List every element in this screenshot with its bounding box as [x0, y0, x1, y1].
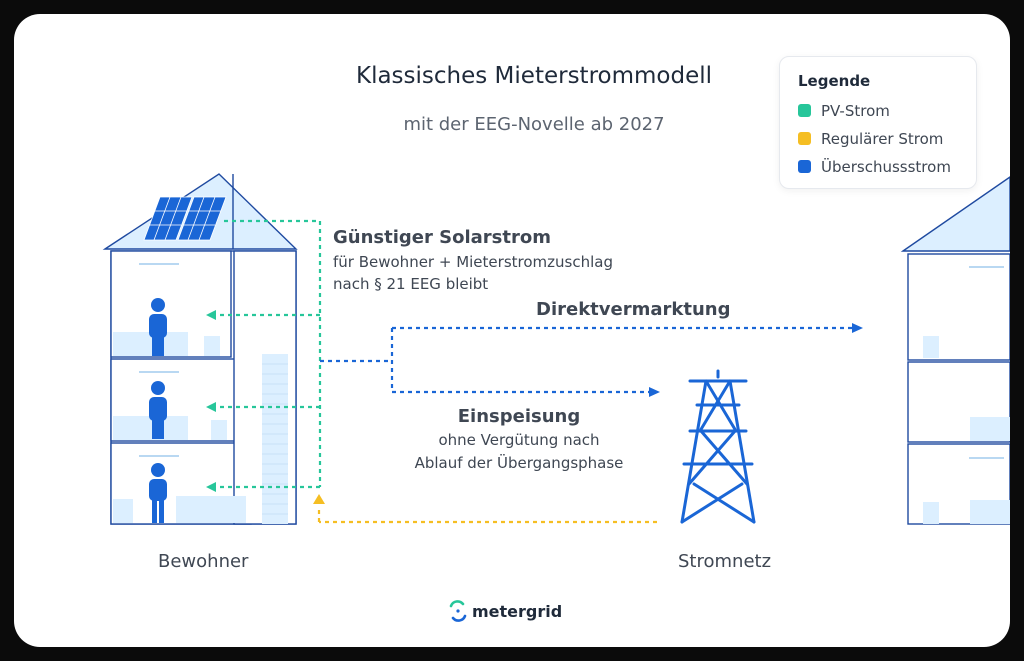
legend-swatch-surplus — [798, 160, 811, 173]
grid-label: Stromnetz — [678, 551, 772, 572]
feed-in-line-1: ohne Vergütung nach — [438, 431, 600, 449]
legend: Legende PV-Strom Regulärer Strom Übersch… — [779, 56, 977, 189]
legend-swatch-regular — [798, 132, 811, 145]
diagram-card: Klassisches Mieterstrommodell mit der EE… — [14, 14, 1010, 647]
neighbor-furniture — [923, 336, 1010, 524]
legend-label-surplus: Überschussstrom — [821, 158, 951, 176]
diagram-subtitle: mit der EEG-Novelle ab 2027 — [403, 114, 665, 135]
metergrid-logo-text: metergrid — [472, 602, 563, 621]
neighbor-lamps — [969, 266, 1004, 459]
legend-swatch-pv — [798, 104, 811, 117]
legend-title: Legende — [798, 72, 871, 90]
legend-label-regular: Regulärer Strom — [821, 130, 944, 148]
solar-panels — [143, 196, 227, 241]
ceiling-lamps — [139, 263, 179, 457]
resident-icon — [149, 298, 167, 356]
solar-heading: Günstiger Solarstrom — [333, 227, 551, 248]
feed-in-heading: Einspeisung — [457, 406, 581, 427]
surplus-arrowheads — [649, 323, 863, 397]
residents — [149, 298, 167, 523]
residents-label: Bewohner — [158, 551, 249, 572]
surplus-flow — [320, 326, 852, 394]
pv-arrowheads — [206, 310, 216, 492]
regular-arrowhead — [313, 494, 325, 504]
regular-flow — [317, 506, 657, 524]
resident-icon — [149, 381, 167, 439]
legend-item-pv: PV-Strom — [798, 102, 890, 120]
resident-icon — [149, 463, 167, 523]
metergrid-logo-icon — [449, 600, 467, 622]
solar-line-1: für Bewohner + Mieterstromzuschlag — [333, 253, 613, 271]
legend-item-regular: Regulärer Strom — [798, 130, 943, 148]
solar-line-2: nach § 21 EEG bleibt — [333, 275, 489, 293]
neighbor-building — [900, 176, 1010, 525]
pv-flow — [216, 219, 322, 489]
stairs — [262, 354, 288, 524]
feed-in-line-2: Ablauf der Übergangsphase — [414, 454, 624, 472]
neighbor-roof — [900, 176, 1010, 252]
stair-steps — [262, 363, 288, 515]
legend-label-pv: PV-Strom — [821, 102, 890, 120]
legend-item-surplus: Überschussstrom — [798, 158, 951, 176]
diagram-scene — [102, 173, 1010, 622]
power-pylon-icon — [680, 369, 756, 524]
diagram-title: Klassisches Mieterstrommodell — [355, 63, 713, 89]
direct-marketing-label: Direktvermarktung — [536, 299, 731, 320]
